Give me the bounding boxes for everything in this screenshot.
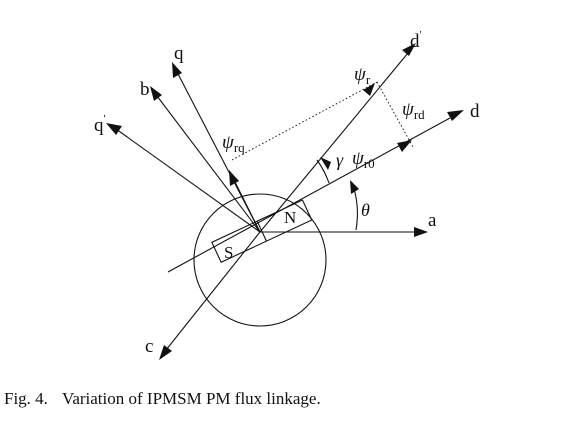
gamma-angle-arc: [316, 159, 330, 184]
label-psi-r: ψr: [354, 64, 371, 87]
rotor-circle: [193, 193, 327, 327]
label-d-prime: d': [410, 29, 422, 52]
axis-q-prime-arrowhead: [106, 123, 122, 135]
projection-dashed-line-right: [376, 81, 414, 148]
label-gamma: γ: [336, 150, 344, 170]
axis-b-line: [156, 95, 261, 233]
psi-rq-line: [233, 179, 261, 233]
psi-r0-arrowhead: [397, 140, 412, 152]
axis-d-arrowhead: [447, 110, 464, 121]
figure-caption-text: Variation of IPMSM PM flux linkage.: [61, 389, 321, 408]
axis-b-arrowhead: [150, 86, 162, 101]
gamma-arrowhead: [320, 157, 331, 170]
projection-dashed-line-top: [231, 81, 378, 161]
label-north: N: [284, 208, 296, 227]
figure-number: Fig. 4.: [4, 389, 48, 408]
label-q-prime: q': [94, 113, 106, 136]
label-south: S: [224, 243, 233, 262]
label-a: a: [428, 210, 437, 231]
label-psi-rq: ψrq: [222, 132, 245, 155]
axis-a-arrowhead: [414, 227, 428, 237]
label-theta: θ: [361, 200, 370, 220]
label-psi-r0: ψr0: [352, 148, 375, 171]
psi-rq-arrowhead: [229, 170, 239, 186]
axis-d-prime-line: [259, 52, 409, 233]
label-d: d: [470, 101, 480, 122]
axis-q-arrowhead: [172, 62, 182, 78]
psi-r-arrowhead: [363, 83, 375, 96]
label-b: b: [140, 79, 150, 100]
axis-q-prime-line: [115, 128, 261, 233]
axis-c-line: [165, 231, 261, 351]
flux-linkage-diagram: d' d q b q' a c N S ψr ψrd ψrq ψr0 γ θ: [94, 29, 480, 360]
label-q: q: [174, 43, 184, 64]
label-psi-rd: ψrd: [402, 99, 425, 122]
figure-caption: Fig. 4. Variation of IPMSM PM flux linkag…: [4, 389, 321, 409]
axis-d-prime-arrowhead: [402, 43, 416, 56]
permanent-magnet: [211, 199, 313, 263]
theta-arrowhead: [350, 180, 359, 194]
axis-c-arrowhead: [159, 345, 172, 360]
label-c: c: [145, 336, 153, 357]
